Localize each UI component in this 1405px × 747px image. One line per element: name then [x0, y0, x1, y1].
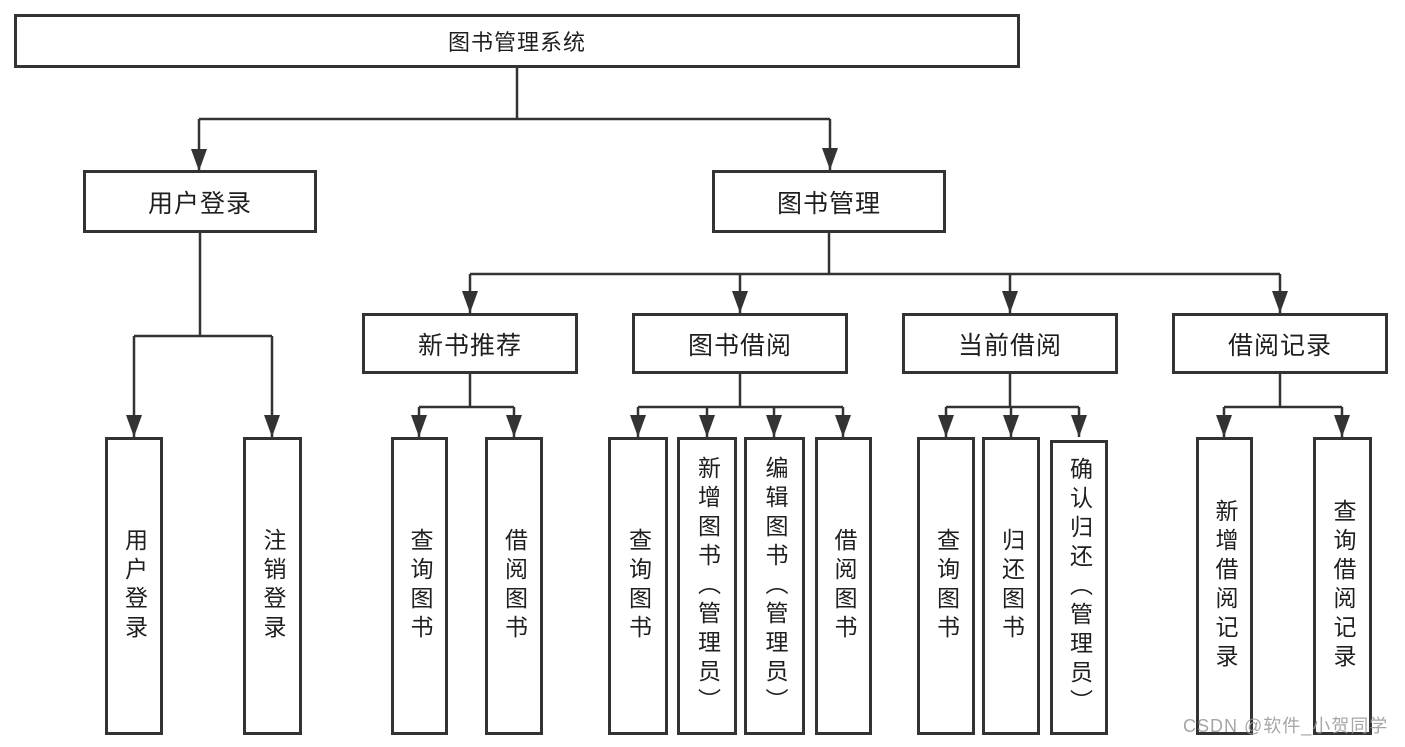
node-borrow-record-label: 借阅记录 [1227, 331, 1332, 360]
leaf-edit-books-admin: 编辑图书（管理员） [744, 437, 805, 735]
leaf-add-borrow-record: 新增借阅记录 [1196, 437, 1253, 735]
node-book-management: 图书管理 [712, 170, 946, 233]
leaf-query-books-1-label: 查询图书 [407, 528, 433, 644]
node-book-management-label: 图书管理 [776, 189, 881, 218]
leaf-borrow-books-1: 借阅图书 [485, 437, 543, 735]
node-root-label: 图书管理系统 [447, 30, 586, 55]
leaf-return-books: 归还图书 [982, 437, 1040, 735]
leaf-borrow-books-2: 借阅图书 [815, 437, 872, 735]
leaf-query-books-2: 查询图书 [608, 437, 668, 735]
node-root-system: 图书管理系统 [14, 14, 1020, 68]
node-current-borrow: 当前借阅 [902, 313, 1118, 374]
leaf-borrow-books-1-label: 借阅图书 [501, 528, 528, 644]
leaf-user-login: 用户登录 [105, 437, 163, 735]
leaf-add-borrow-record-label: 新增借阅记录 [1212, 499, 1238, 673]
node-new-book-recommend-label: 新书推荐 [417, 331, 522, 360]
node-borrow-record: 借阅记录 [1172, 313, 1388, 374]
leaf-query-books-1: 查询图书 [391, 437, 448, 735]
leaf-return-books-label: 归还图书 [998, 528, 1025, 644]
leaf-edit-books-admin-label: 编辑图书（管理员） [762, 455, 788, 717]
leaf-query-borrow-record-label: 查询借阅记录 [1330, 499, 1356, 673]
leaf-query-borrow-record: 查询借阅记录 [1313, 437, 1372, 735]
leaf-add-books-admin-label: 新增图书（管理员） [694, 455, 721, 717]
node-book-borrow: 图书借阅 [632, 313, 848, 374]
leaf-confirm-return-admin: 确认归还（管理员） [1050, 440, 1108, 735]
leaf-confirm-return-admin-label: 确认归还（管理员） [1066, 457, 1093, 718]
node-user-login-label: 用户登录 [147, 189, 252, 218]
leaf-borrow-books-2-label: 借阅图书 [831, 528, 857, 644]
node-user-login: 用户登录 [83, 170, 317, 233]
node-current-borrow-label: 当前借阅 [957, 331, 1062, 360]
node-book-borrow-label: 图书借阅 [687, 331, 792, 360]
leaf-query-books-2-label: 查询图书 [625, 528, 652, 644]
csdn-watermark: CSDN @软件_小贺同学 [1183, 716, 1389, 736]
leaf-add-books-admin: 新增图书（管理员） [677, 437, 737, 735]
node-new-book-recommend: 新书推荐 [362, 313, 578, 374]
leaf-user-login-label: 用户登录 [121, 528, 148, 644]
leaf-logout: 注销登录 [243, 437, 302, 735]
leaf-query-books-3-label: 查询图书 [933, 528, 960, 644]
leaf-query-books-3: 查询图书 [917, 437, 975, 735]
leaf-logout-label: 注销登录 [260, 528, 286, 644]
